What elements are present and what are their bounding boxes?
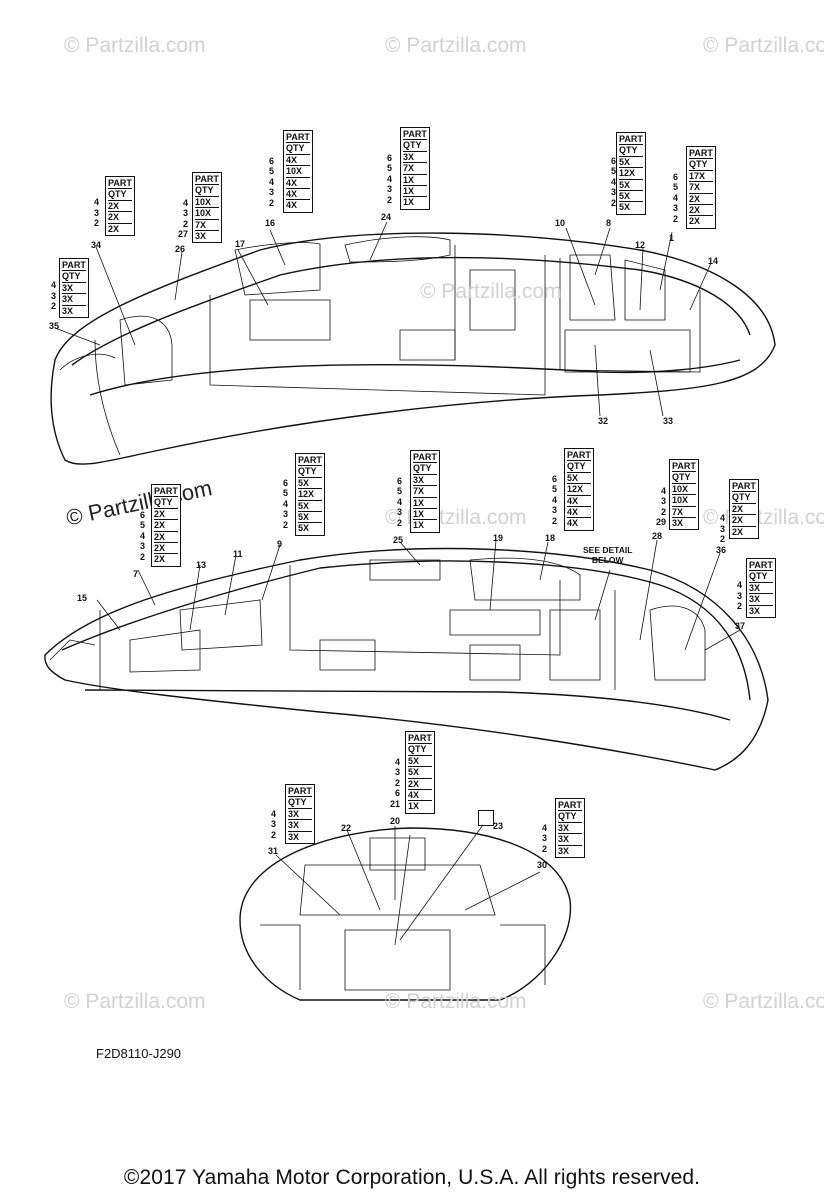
callout-label: 35 — [49, 321, 60, 331]
drawing-code: F2D8110-J290 — [96, 1046, 182, 1061]
callout-label: 18 — [545, 533, 556, 543]
callout-label: 15 — [77, 593, 88, 603]
watermark: © Partzilla.com — [385, 506, 527, 529]
callout-label: 34 — [91, 240, 102, 250]
callout-label: 25 — [393, 535, 404, 545]
callout-label: 24 — [381, 212, 392, 222]
callout-label: 14 — [708, 256, 719, 266]
callout-label: 12 — [635, 240, 646, 250]
callout-label: 11 — [233, 549, 243, 559]
callout-label: 7 — [133, 569, 139, 579]
callout-label: 8 — [606, 218, 612, 228]
watermark: © Partzilla.com — [64, 34, 206, 57]
watermark: © Partzilla.com — [64, 990, 206, 1013]
callout-label: 37 — [735, 621, 746, 631]
lower-hull-outline — [44, 547, 769, 771]
callout-label: 28 — [652, 531, 663, 541]
callout-label: 19 — [493, 533, 504, 543]
callout-label: 16 — [265, 218, 276, 228]
callout-label: 1 — [669, 233, 675, 243]
callout-label: 17 — [235, 239, 246, 249]
callout-label: 9 — [277, 539, 283, 549]
callout-label: 20 — [390, 816, 401, 826]
callout-label: 23 — [493, 821, 504, 831]
upper-hull-outline — [50, 232, 776, 465]
callout-label: 31 — [268, 846, 279, 856]
callout-label: 26 — [175, 244, 186, 254]
callout-label: 13 — [196, 560, 207, 570]
callout-label: 30 — [537, 860, 548, 870]
copyright-notice: ©2017 Yamaha Motor Corporation, U.S.A. A… — [123, 1166, 701, 1189]
callout-label: 36 — [716, 545, 727, 555]
watermark: © Partzilla.com — [703, 34, 824, 57]
watermark: © Partzilla.com — [420, 280, 562, 303]
leader-lines — [54, 221, 741, 941]
watermark: © Partzilla.com — [385, 990, 527, 1013]
watermark: © Partzilla.com — [703, 990, 824, 1013]
detail-view-outline — [239, 827, 572, 1001]
watermark: © Partzilla.com — [385, 34, 527, 57]
callout-label: 33 — [663, 416, 674, 426]
see-detail-note: SEE DETAIL BELOW — [583, 545, 633, 565]
callout-label: 32 — [598, 416, 609, 426]
callout-label: 22 — [341, 823, 352, 833]
callout-label: 10 — [555, 218, 566, 228]
clip-part-icon — [478, 810, 494, 826]
